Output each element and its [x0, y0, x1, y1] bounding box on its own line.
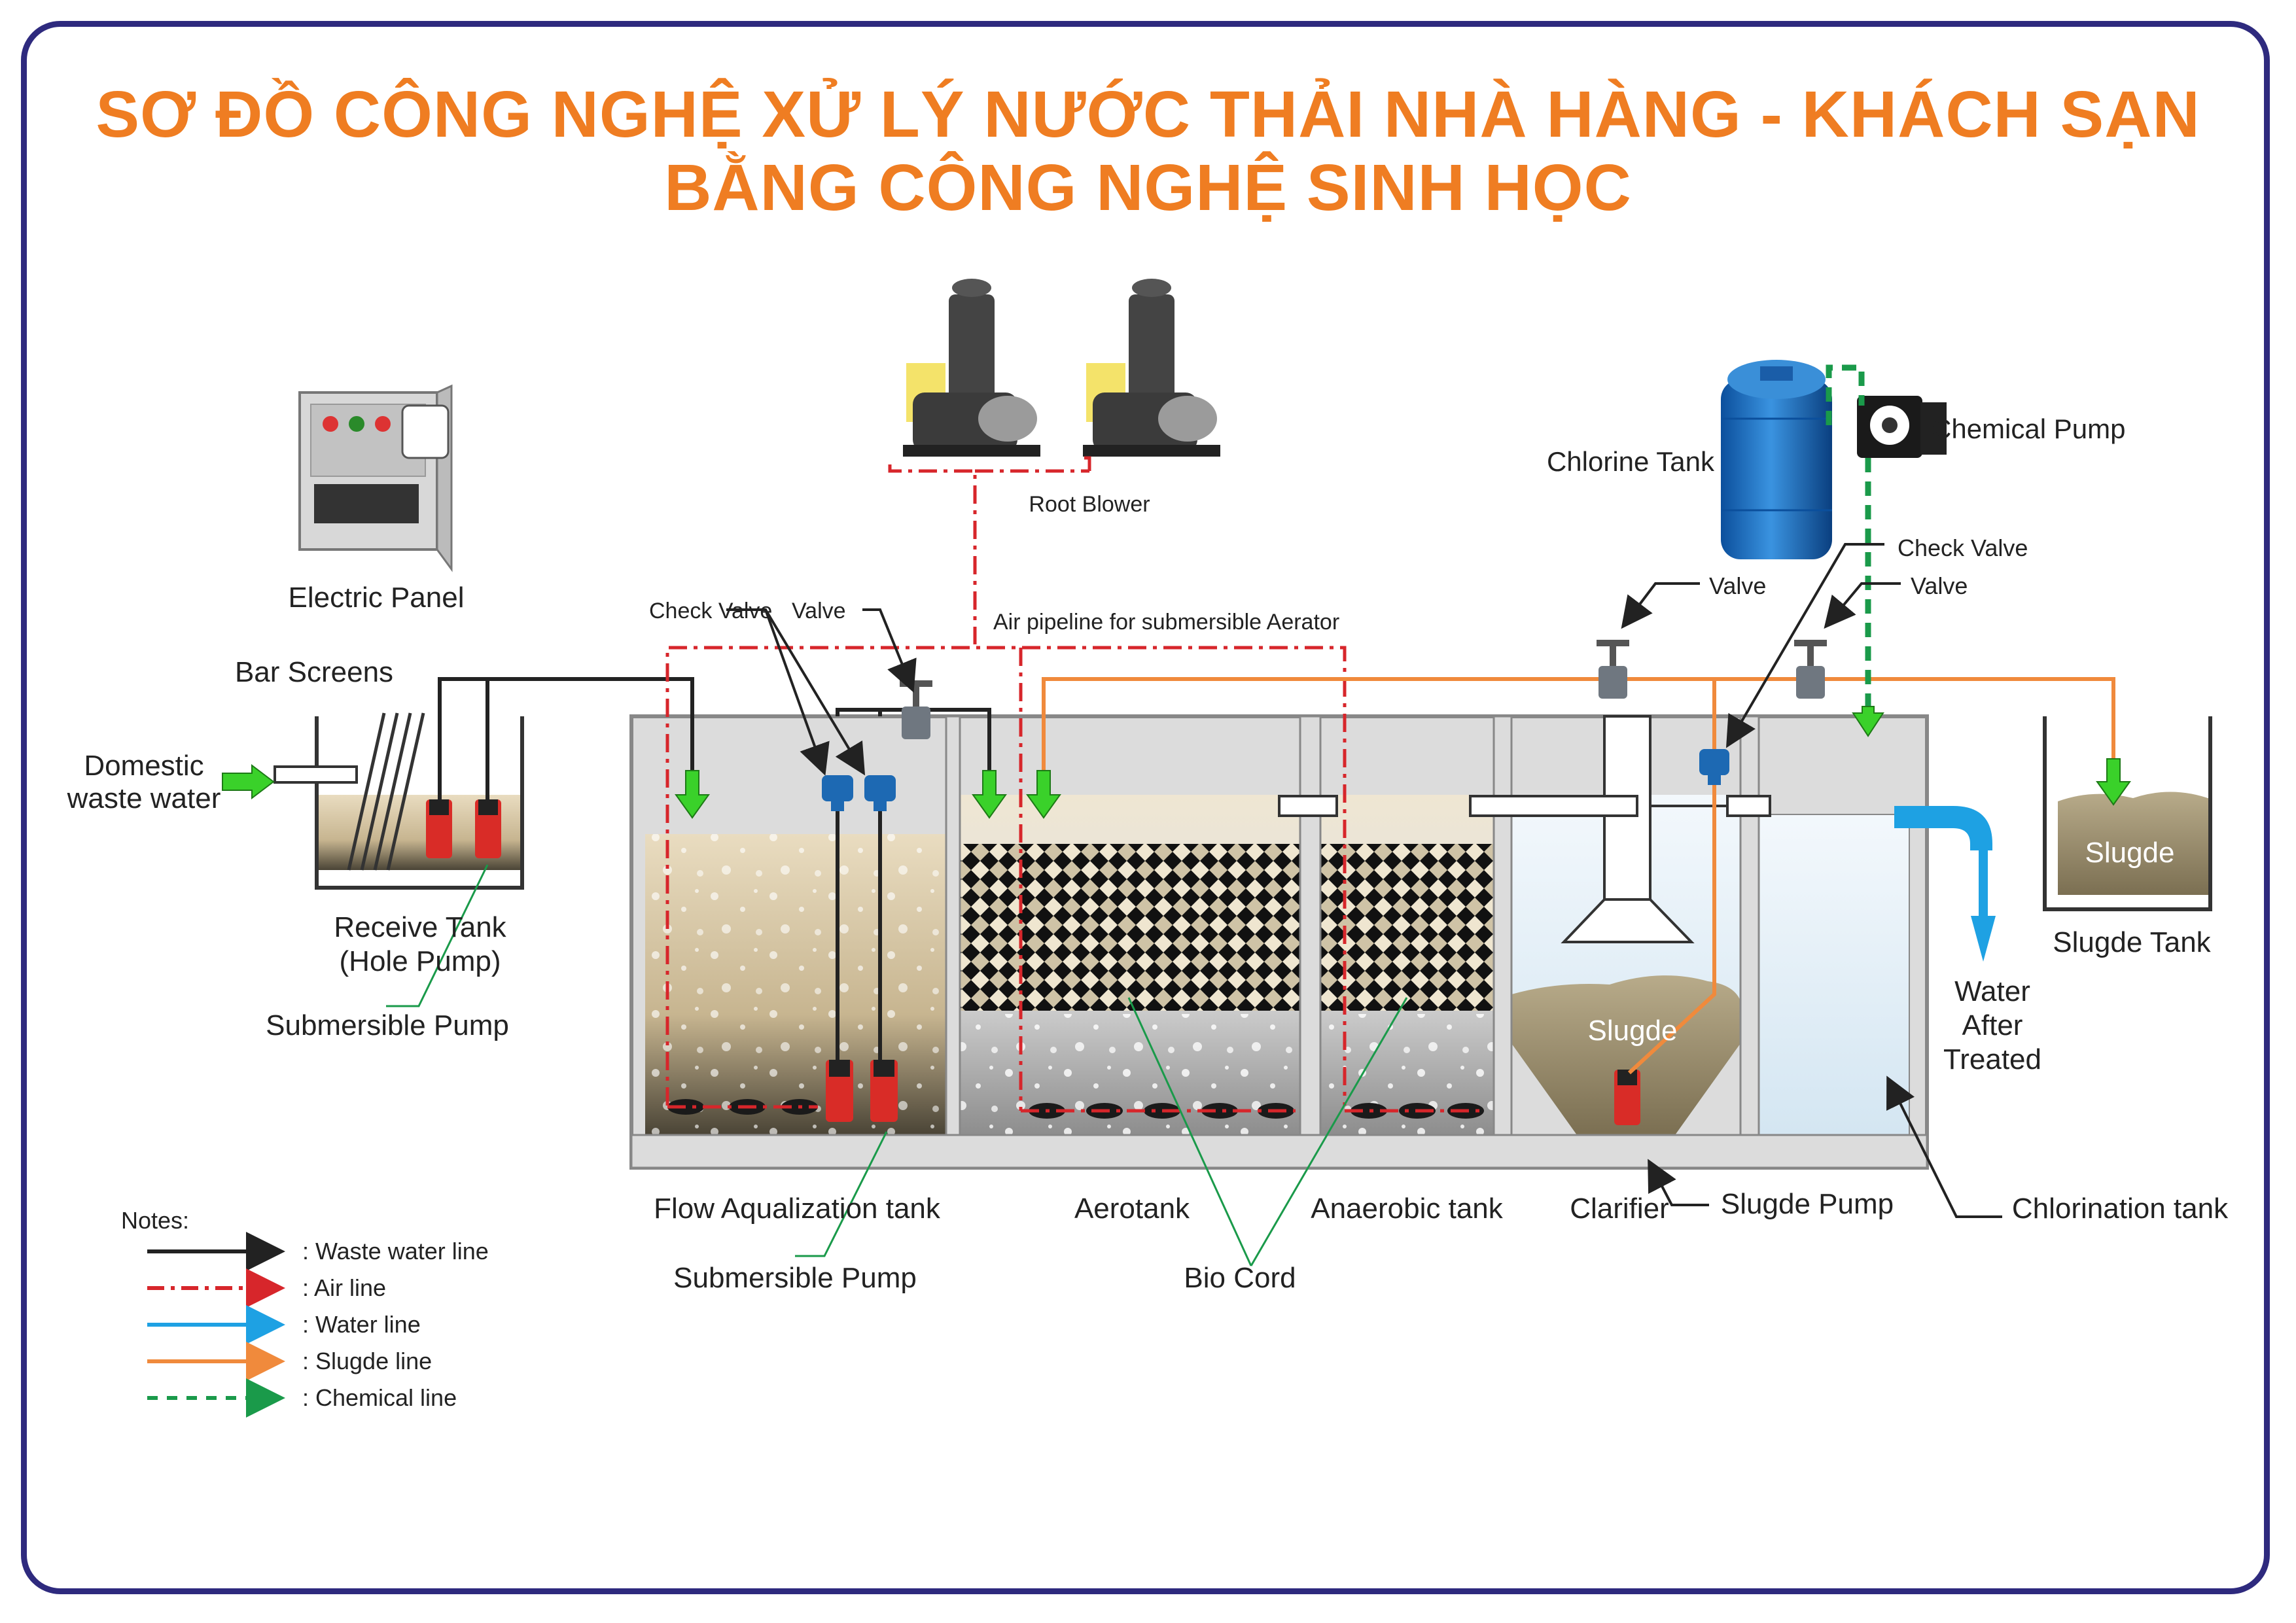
- sludge-pump-icon: [1614, 1070, 1640, 1125]
- bio-cord-aerotank: [960, 844, 1300, 1011]
- chlorine-tank-label: Chlorine Tank: [1547, 446, 1715, 477]
- sludge-tank-label: Slugde Tank: [2053, 926, 2211, 958]
- title-line-1: SƠ ĐỒ CÔNG NGHỆ XỬ LÝ NƯỚC THẢI NHÀ HÀNG…: [96, 78, 2200, 151]
- valve-right-label: Valve: [1911, 572, 1968, 599]
- check-valve-right-label: Check Valve: [1898, 534, 2028, 561]
- legend-item: : Waste water line: [147, 1232, 489, 1271]
- aerotank-label: Aerotank: [1074, 1193, 1190, 1225]
- gate-valve-icon-3: [1794, 640, 1827, 699]
- electric-panel-icon: [298, 384, 453, 572]
- main-tank-block: [629, 714, 1929, 1170]
- title-line-2: BẰNG CÔNG NGHỆ SINH HỌC: [664, 151, 1632, 224]
- chemical-line: [1826, 364, 1871, 713]
- check-valve-icon-3: [1699, 749, 1729, 785]
- check-valve-icon-2: [864, 775, 896, 811]
- green-leaders: [386, 864, 1408, 1266]
- chlorination-water: [1758, 814, 1910, 1136]
- air-lines: [665, 456, 1485, 1113]
- legend-item-label: : Chemical line: [302, 1384, 457, 1411]
- root-blower-icon-1: [903, 279, 1040, 457]
- treated-water-outlet: [1894, 806, 1996, 962]
- legend-item-label: : Waste water line: [302, 1238, 489, 1265]
- valve-left-label: Valve: [792, 599, 846, 623]
- water-after-label-2: After: [1962, 1009, 2023, 1041]
- legend-item: : Air line: [147, 1268, 386, 1308]
- flow-arrows: [222, 706, 2131, 819]
- root-blower-icon-2: [1083, 279, 1220, 457]
- clarifier-label: Clarifier: [1570, 1193, 1669, 1225]
- root-blower-label: Root Blower: [1029, 492, 1150, 517]
- anaerobic-label: Anaerobic tank: [1311, 1193, 1504, 1225]
- valve-mid-label: Valve: [1709, 572, 1766, 599]
- legend-item: : Chemical line: [147, 1378, 457, 1418]
- domestic-label-2: waste water: [67, 782, 221, 814]
- clarifier-sludge-label: Slugde: [1587, 1015, 1677, 1047]
- submersible-pump-icon-receive-2: [475, 799, 501, 858]
- gate-valve-icon-2: [1597, 640, 1629, 699]
- bio-cord-anaerobic: [1320, 844, 1494, 1011]
- gate-valve-icon-1: [900, 680, 932, 739]
- sludge-tank: [2043, 716, 2212, 911]
- submersible-pump-mid-label: Submersible Pump: [673, 1262, 917, 1294]
- sludge-pump-label: Slugde Pump: [1721, 1188, 1894, 1220]
- receive-tank-label-1: Receive Tank: [334, 911, 506, 943]
- legend-item-label: : Air line: [302, 1274, 386, 1301]
- bar-screens-label: Bar Screens: [235, 656, 393, 688]
- chemical-pump-label: Chemical Pump: [1932, 413, 2125, 444]
- water-after-label-3: Treated: [1943, 1043, 2041, 1075]
- bio-cord-label: Bio Cord: [1184, 1262, 1296, 1294]
- legend-item: : Water line: [147, 1305, 421, 1344]
- receive-tank-label-2: (Hole Pump): [340, 945, 501, 977]
- chemical-pump-icon: [1857, 396, 1947, 458]
- flow-tank-label: Flow Aqualization tank: [654, 1193, 941, 1225]
- air-pipeline-label: Air pipeline for submersible Aerator: [993, 610, 1339, 635]
- legend-heading: Notes:: [121, 1207, 189, 1234]
- submersible-pump-icon-flow-1: [826, 1060, 853, 1122]
- waste-water-lines: [438, 677, 991, 1060]
- domestic-label-1: Domestic: [84, 750, 203, 782]
- water-after-label-1: Water: [1954, 975, 2030, 1007]
- submersible-pump-left-label: Submersible Pump: [266, 1009, 509, 1041]
- legend: Notes: : Waste water line : Air line : Wat…: [121, 1207, 489, 1418]
- electric-panel-label: Electric Panel: [288, 582, 464, 614]
- legend-item: : Slugde line: [147, 1342, 432, 1381]
- submersible-pump-icon-receive-1: [426, 799, 452, 858]
- legend-item-label: : Slugde line: [302, 1348, 432, 1374]
- legend-item-label: : Water line: [302, 1311, 421, 1338]
- check-valve-icon-1: [822, 775, 853, 811]
- check-valve-left-label: Check Valve: [649, 599, 772, 623]
- callout-leaders: [726, 543, 2002, 1218]
- chlorination-label: Chlorination tank: [2012, 1193, 2229, 1225]
- chlorine-tank-icon: [1721, 360, 1832, 559]
- clarifier-sludge: [1511, 975, 1740, 1135]
- sludge-tank-inner-label: Slugde: [2085, 837, 2174, 869]
- submersible-pump-icon-flow-2: [870, 1060, 898, 1122]
